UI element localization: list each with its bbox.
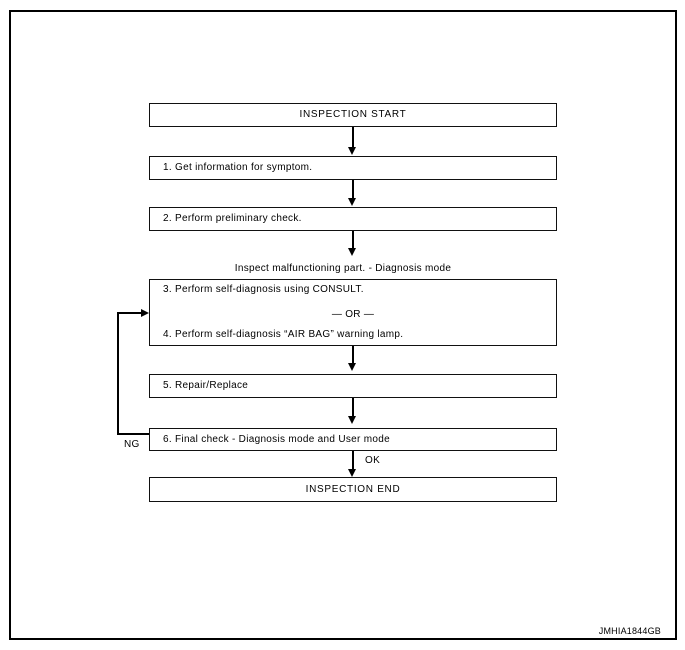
connector-line: [352, 451, 354, 469]
step-4-text: 4. Perform self-diagnosis “AIR BAG” warn…: [163, 329, 404, 340]
or-separator: — OR —: [331, 309, 375, 320]
ng-loop-line-vertical: [117, 312, 119, 434]
arrow-down-icon: [348, 147, 356, 155]
figure-code: JMHIA1844GB: [598, 626, 661, 636]
arrow-down-icon: [348, 469, 356, 477]
arrow-down-icon: [348, 198, 356, 206]
diagram-frame: [9, 10, 677, 640]
node-step-5: 5. Repair/Replace: [149, 374, 557, 398]
node-step-6: 6. Final check - Diagnosis mode and User…: [149, 428, 557, 451]
arrow-down-icon: [348, 363, 356, 371]
connector-line: [352, 231, 354, 248]
step-3-text: 3. Perform self-diagnosis using CONSULT.: [163, 284, 364, 295]
ok-label: OK: [365, 455, 381, 466]
connector-line: [352, 180, 354, 198]
ng-label: NG: [124, 439, 140, 450]
diagnosis-mode-heading: Inspect malfunctioning part. - Diagnosis…: [234, 263, 452, 274]
connector-line: [352, 346, 354, 363]
node-step-2: 2. Perform preliminary check.: [149, 207, 557, 231]
ng-loop-line-bottom: [117, 433, 149, 435]
node-inspection-start: INSPECTION START: [149, 103, 557, 127]
connector-line: [352, 127, 354, 147]
arrow-right-icon: [141, 308, 149, 317]
arrow-down-icon: [348, 416, 356, 424]
ng-loop-line-top: [117, 312, 142, 314]
node-step-1: 1. Get information for symptom.: [149, 156, 557, 180]
node-step-3-4: 3. Perform self-diagnosis using CONSULT.…: [149, 279, 557, 346]
arrow-down-icon: [348, 248, 356, 256]
connector-line: [352, 398, 354, 416]
node-inspection-end: INSPECTION END: [149, 477, 557, 502]
